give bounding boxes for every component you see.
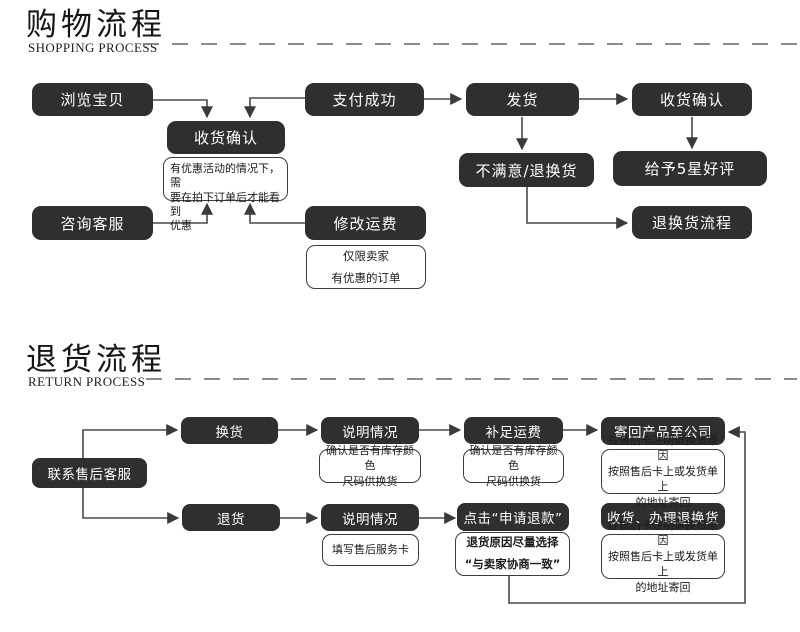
arrow-unsatisfied-to-returnflow [526,187,629,229]
arrow-contact-to-return [82,488,180,524]
arrow-pay-to-confirm [244,97,305,119]
arrow-consult-to-note [153,202,213,224]
note-stock-check-topup: 确认是否有库存颜色 尺码供换货 [463,444,564,488]
node-ship-goods: 发货 [466,83,579,116]
node-modify-shipping-fee: 修改运费 [305,206,426,240]
shopping-section-subtitle: SHOPPING PROCESS [28,40,158,55]
node-return-exchange-flow: 退换货流程 [632,206,752,239]
note-sendback-address: 在售后卡注明退换货原因 按照售后卡上或发货单上 的地址寄回 [601,434,725,509]
node-payment-success: 支付成功 [305,83,424,116]
node-topup-shipping-fee: 补足运费 [464,417,563,444]
node-explain-situation-top: 说明情况 [321,417,419,444]
node-contact-aftersales: 联系售后客服 [32,458,147,488]
note-stock-check-exchange: 确认是否有库存颜色 尺码供换货 [319,444,421,488]
arrow-browse-to-confirm [153,99,213,119]
note-discount-visibility: 有优惠活动的情况下，需 要在拍下订单后才能看到 优惠 [163,157,288,232]
node-click-apply-refund: 点击“申请退款” [457,503,569,531]
note-fill-service-card: 填写售后服务卡 [322,534,419,566]
return-section-subtitle: RETURN PROCESS [28,374,146,389]
shopping-section-title: 购物流程 [26,7,166,43]
node-return-goods: 退货 [182,504,280,531]
note-seller-discount-orders: 仅限卖家 有优惠的订单 [306,245,426,289]
node-order-confirm: 收货确认 [167,121,285,154]
arrow-modifyfee-to-note [244,202,305,224]
arrow-refund-to-sendback [508,426,746,604]
node-five-star-review: 给予5星好评 [613,151,767,186]
note-receive-address: 在售后卡注明退换货原因 按照售后卡上或发货单上 的地址寄回 [601,519,725,594]
node-exchange: 换货 [181,417,278,444]
node-receipt-confirm: 收货确认 [632,83,752,116]
node-consult-service: 咨询客服 [32,206,153,240]
return-section-title: 退货流程 [26,342,166,378]
node-receive-and-process: 收货、办理退换货 [601,503,725,530]
arrow-contact-to-exchange [82,424,179,458]
node-send-back-to-company: 寄回产品至公司 [601,417,725,445]
node-unsatisfied-return: 不满意/退换货 [459,153,594,187]
node-browse-items: 浏览宝贝 [32,83,153,116]
node-explain-situation-bottom: 说明情况 [321,504,419,531]
note-refund-reason: 退货原因尽量选择 “与卖家协商一致” [455,532,570,576]
